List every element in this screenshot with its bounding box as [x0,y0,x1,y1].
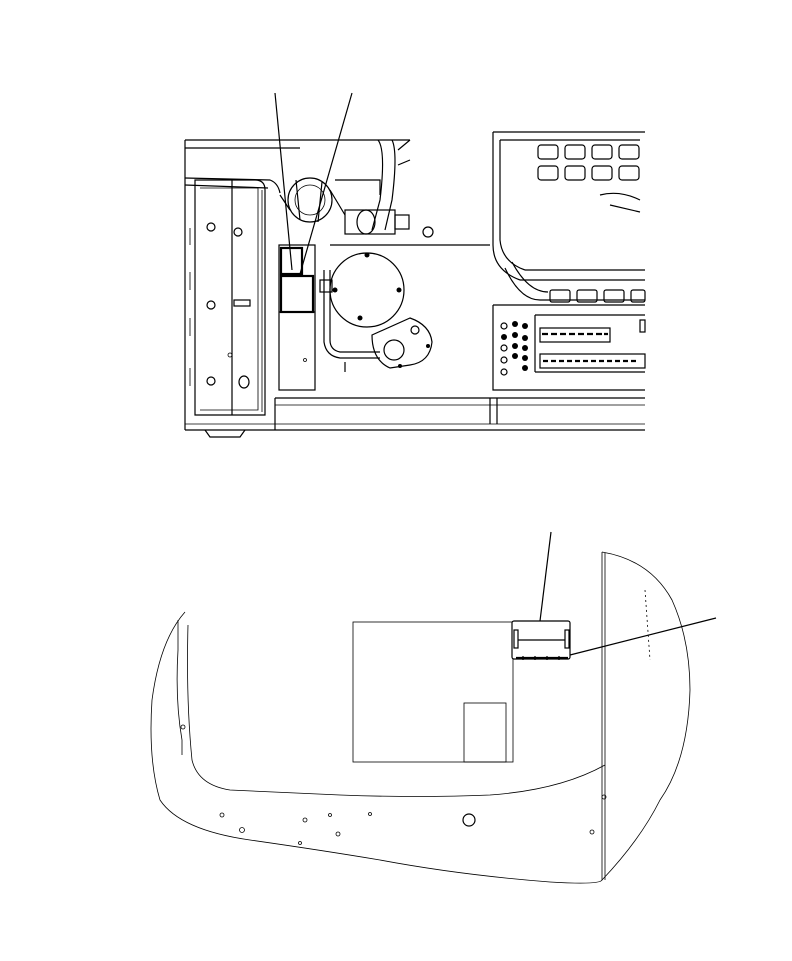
main-panel [352,621,514,763]
slot-rows [539,327,646,369]
top-frame-lines [184,139,645,431]
middle-grille [549,289,646,303]
left-mounting-plate [184,177,281,438]
bolt-array [500,321,528,376]
bottom-leader-lines [539,531,717,656]
top-figure [184,92,646,438]
module-box [511,620,571,660]
bottom-figure [150,531,717,884]
bottom-inner-outline [187,624,606,797]
bottom-outer-outline [150,611,603,884]
top-leader-lines [274,92,353,275]
hose-assembly [279,139,434,359]
sub-panel [463,702,507,763]
round-cover [329,252,433,372]
bottom-right-panel [601,551,691,882]
bottom-bolt-holes [219,812,476,845]
right-unit [492,131,646,391]
top-grille [537,144,640,181]
component-block [278,244,316,391]
